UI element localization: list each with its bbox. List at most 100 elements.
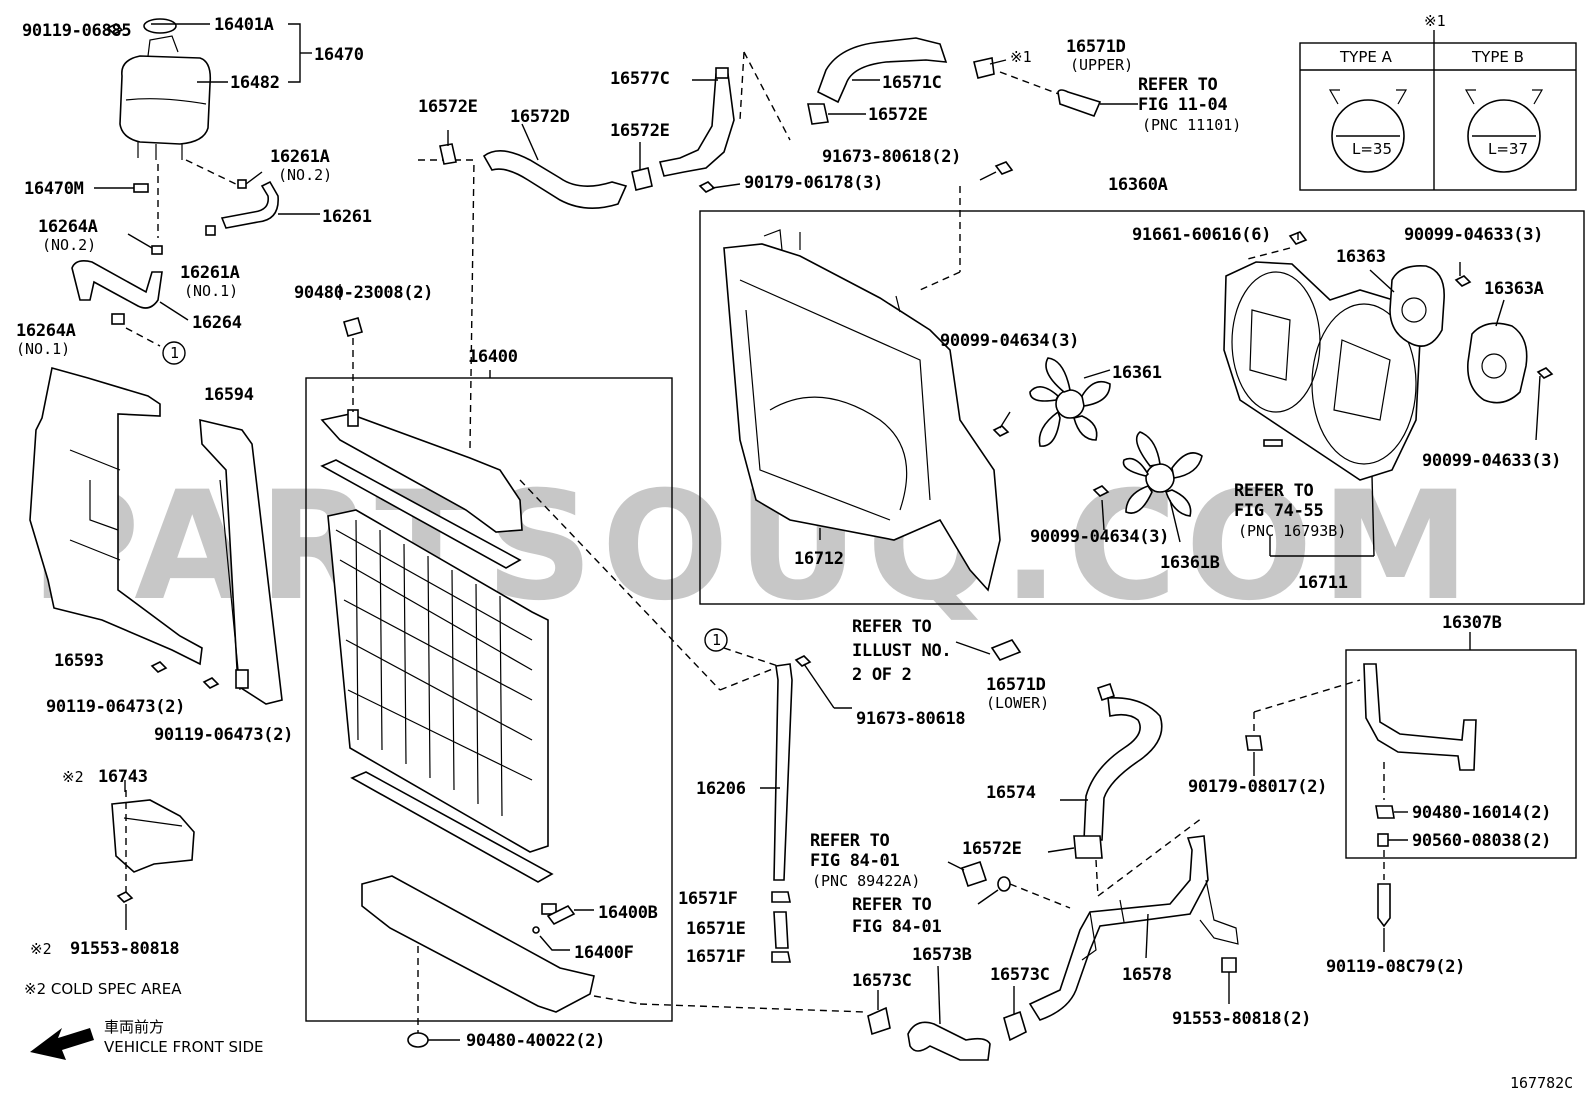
label-16361: 16361 [1112, 363, 1162, 383]
label-16577C: 16577C [610, 69, 670, 89]
label-star1-a: ※1 [1010, 48, 1032, 66]
label-16482: 16482 [230, 73, 280, 93]
water-pipe-16578-drawing [1028, 835, 1239, 1021]
label-91553-80818-2: 91553-80818(2) [1172, 1009, 1311, 1029]
label-star1-b: ※1 [1424, 12, 1446, 30]
cold-spec-cover-drawing [111, 799, 195, 873]
refer-4-line2: FIG 84-01 [810, 851, 899, 871]
refer-4-line1: REFER TO [810, 831, 890, 851]
lower-hose-16574-drawing [1083, 697, 1163, 841]
label-16712: 16712 [794, 549, 844, 569]
refer-3-line1: REFER TO [852, 617, 932, 637]
clamp-type-a-drawing [1328, 89, 1408, 173]
label-16573C-a: 16573C [852, 971, 912, 991]
radiator-drawing [320, 409, 595, 1013]
label-16261: 16261 [322, 207, 372, 227]
label-16573C-b: 16573C [990, 965, 1050, 985]
label-16470M: 16470M [24, 179, 84, 199]
cold-spec-note: ※2 COLD SPEC AREA [24, 980, 182, 998]
label-16578: 16578 [1122, 965, 1172, 985]
fan-shroud-16712-drawing [723, 229, 1001, 592]
label-16400B: 16400B [598, 903, 658, 923]
label-16593: 16593 [54, 651, 104, 671]
label-upper: (UPPER) [1070, 56, 1133, 74]
label-16261A-no2: 16261A [270, 147, 330, 167]
label-16572D: 16572D [510, 107, 570, 127]
label-16401A: 16401A [214, 15, 274, 35]
label-16572E-a: 16572E [418, 97, 478, 117]
circle-ref-1b [704, 628, 728, 652]
label-91673-80618: 91673-80618 [856, 709, 965, 729]
overflow-hose-16206-drawing [773, 663, 793, 881]
label-90119-06885: 90119-06885 [22, 21, 131, 41]
refer-1-line2: FIG 11-04 [1138, 95, 1227, 115]
front-note-en: VEHICLE FRONT SIDE [104, 1038, 264, 1056]
label-16307B: 16307B [1442, 613, 1502, 633]
label-90119-08C79: 90119-08C79(2) [1326, 957, 1465, 977]
label-l37: L=37 [1488, 140, 1528, 158]
hose-16573B-drawing [907, 1021, 991, 1061]
label-no2-a: (NO.2) [278, 166, 332, 184]
refer-5-line1: REFER TO [852, 895, 932, 915]
side-seal-16594-drawing [199, 418, 283, 705]
radiator-group-box [305, 377, 673, 1022]
label-16206: 16206 [696, 779, 746, 799]
refer-1-line1: REFER TO [1138, 75, 1218, 95]
refer-2-line3: (PNC 16793B) [1238, 522, 1346, 540]
label-l35: L=35 [1352, 140, 1392, 158]
label-lower: (LOWER) [986, 694, 1049, 712]
refer-2-line1: REFER TO [1234, 481, 1314, 501]
label-16711: 16711 [1298, 573, 1348, 593]
label-91673-80618-2: 91673-80618(2) [822, 147, 961, 167]
label-star2-b: ※2 [30, 940, 52, 958]
label-16572E-b: 16572E [610, 121, 670, 141]
bracket-16307B-drawing [1363, 663, 1477, 771]
label-16264A-no2: 16264A [38, 217, 98, 237]
upper-hose-16572D-drawing [482, 150, 628, 209]
label-16261A-no1: 16261A [180, 263, 240, 283]
label-90099-04634-b: 90099-04634(3) [1030, 527, 1169, 547]
label-90480-23008: 90480-23008(2) [294, 283, 433, 303]
side-seal-16593-drawing [29, 366, 203, 666]
label-91661-60616: 91661-60616(6) [1132, 225, 1271, 245]
label-16264A-no1: 16264A [16, 321, 76, 341]
clamp-type-box [1299, 42, 1577, 191]
label-90119-06473-a: 90119-06473(2) [46, 697, 185, 717]
label-no1-b: (NO.1) [16, 340, 70, 358]
label-91553-80818: 91553-80818 [70, 939, 179, 959]
label-90179-08017: 90179-08017(2) [1188, 777, 1327, 797]
label-90480-16014: 90480-16014(2) [1412, 803, 1551, 823]
fan-16361-drawing [1029, 357, 1111, 447]
label-16571F-b: 16571F [686, 947, 746, 967]
fan-shroud-group-box [699, 210, 1585, 605]
circle-ref-1-label: 1 [170, 344, 179, 362]
label-type-a: TYPE A [1339, 48, 1393, 66]
label-90480-40022: 90480-40022(2) [466, 1031, 605, 1051]
pipe-16577C-drawing [658, 67, 735, 177]
label-16572E-c: 16572E [868, 105, 928, 125]
upper-hose-16571C-drawing [817, 37, 948, 104]
label-no2-b: (NO.2) [42, 236, 96, 254]
fan-16361B-drawing [1122, 431, 1203, 517]
label-16400F: 16400F [574, 943, 634, 963]
label-16571C: 16571C [882, 73, 942, 93]
label-90179-06178: 90179-06178(3) [744, 173, 883, 193]
refer-4-line3: (PNC 89422A) [812, 872, 920, 890]
refer-3-line2: ILLUST NO. [852, 641, 951, 661]
label-16743: 16743 [98, 767, 148, 787]
label-16571D-lower: 16571D [986, 675, 1046, 695]
label-90099-04634-a: 90099-04634(3) [940, 331, 1079, 351]
fan-motor-16363A-drawing [1467, 322, 1528, 404]
figure-code: 167782C [1510, 1074, 1573, 1092]
circle-ref-1 [162, 341, 186, 365]
fan-motor-16363-drawing [1389, 264, 1445, 347]
bracket-group-box [1345, 649, 1577, 859]
label-16360A: 16360A [1108, 175, 1168, 195]
label-16400: 16400 [468, 347, 518, 367]
label-16571E: 16571E [686, 919, 746, 939]
refer-5-line2: FIG 84-01 [852, 917, 941, 937]
circle-ref-1b-label: 1 [712, 631, 721, 649]
label-16573B: 16573B [912, 945, 972, 965]
label-90099-04633-a: 90099-04633(3) [1404, 225, 1543, 245]
